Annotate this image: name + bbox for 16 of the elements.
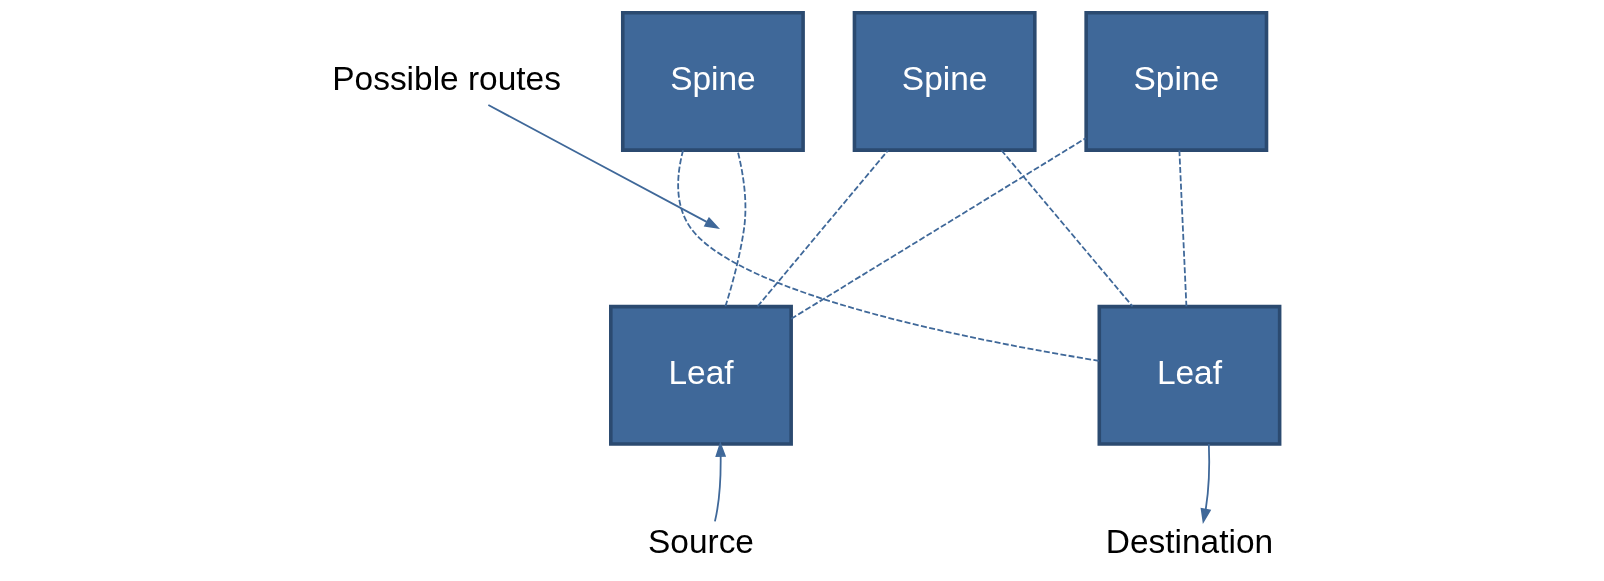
node-text: Destination [1105, 523, 1273, 561]
node-box: Spine [620, 11, 805, 152]
node-box: Leaf [608, 304, 793, 446]
connector [1000, 149, 1133, 308]
arrow [486, 104, 720, 229]
connector [1177, 149, 1187, 308]
node-box: Spine [852, 11, 1037, 152]
node-box: Leaf [1097, 304, 1281, 446]
arrow [1200, 443, 1211, 524]
arrow [713, 441, 726, 523]
node-text: Possible routes [331, 59, 561, 97]
connector [789, 137, 1087, 320]
connector [756, 149, 889, 308]
node-text: Source [647, 523, 754, 561]
connector [676, 149, 1100, 362]
node-box: Spine [1083, 11, 1268, 152]
